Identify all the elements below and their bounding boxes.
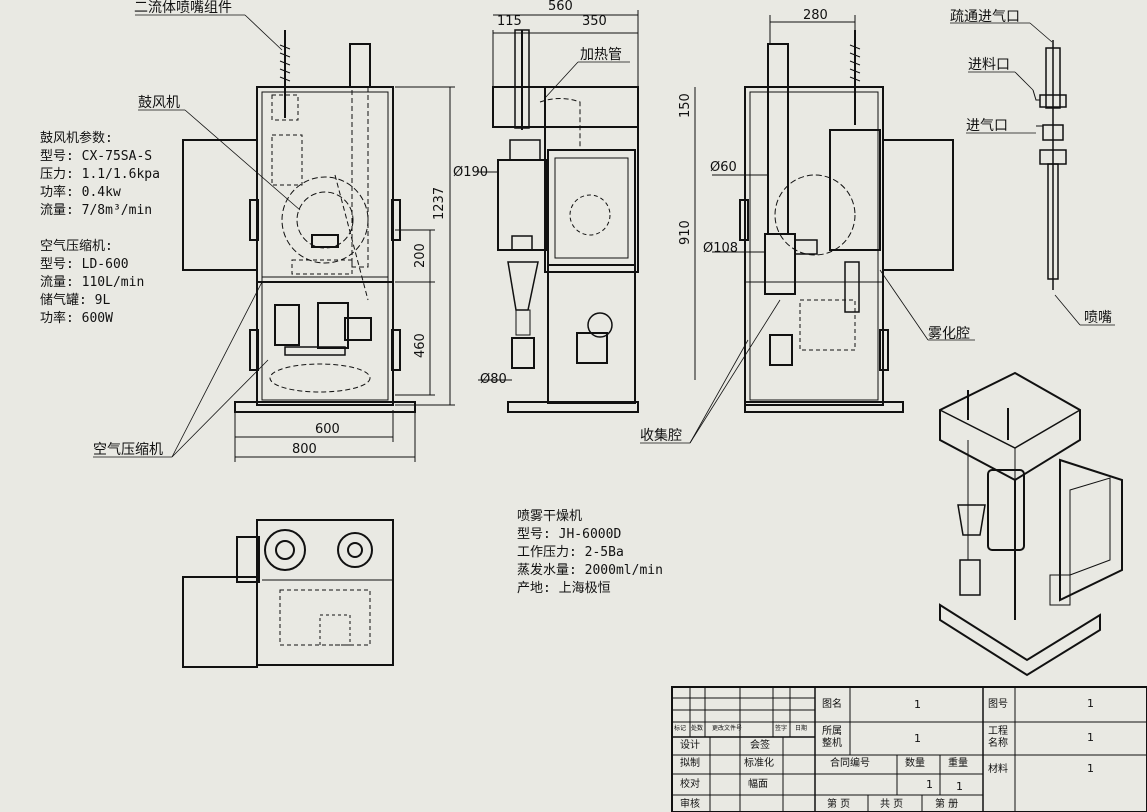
dim-rear-top: 280 bbox=[803, 8, 828, 23]
tb-review: 审核 bbox=[680, 799, 700, 810]
tb-drawing-name-label: 图名 bbox=[822, 699, 842, 710]
nozzle-detail bbox=[1032, 40, 1067, 290]
compressor-param-line: 功率: 600W bbox=[40, 311, 113, 326]
compressor-param-line: 流量: 110L/min bbox=[40, 275, 145, 290]
air-compressor-label: 空气压缩机 bbox=[93, 442, 163, 458]
dim-side-dia-190: Ø190 bbox=[453, 165, 489, 180]
dim-front-height: 1237 bbox=[432, 186, 447, 220]
tb-check: 校对 bbox=[680, 779, 700, 790]
heating-tube-label: 加热管 bbox=[580, 47, 622, 63]
machine-spec-line: 蒸发水量: 2000ml/min bbox=[517, 563, 663, 578]
tb-header-cell: 签字 bbox=[775, 725, 788, 732]
dim-side-top-a: 115 bbox=[497, 14, 522, 29]
tb-header-cell: 标记 bbox=[674, 725, 687, 732]
tb-weight-label: 重量 bbox=[948, 758, 968, 769]
tb-drawing-name-value: 1 bbox=[914, 698, 921, 711]
dim-front-width-outer: 800 bbox=[292, 442, 317, 457]
blower-param-line: 流量: 7/8m³/min bbox=[40, 203, 153, 218]
tb-belongs-value: 1 bbox=[914, 732, 921, 745]
compressor-param-line: 储气罐: 9L bbox=[40, 293, 111, 308]
feed-inlet-label: 进料口 bbox=[968, 57, 1010, 73]
dim-front-lower: 460 bbox=[413, 333, 428, 358]
compressor-params-title: 空气压缩机: bbox=[40, 239, 113, 254]
compressor-params: 空气压缩机: 型号: LD-600 流量: 110L/min 储气罐: 9L 功… bbox=[40, 238, 144, 328]
tb-header-cell: 更改文件号 bbox=[712, 725, 743, 732]
tb-project-label: 工程 名称 bbox=[988, 726, 1008, 749]
nozzle-label: 喷嘴 bbox=[1084, 310, 1112, 326]
machine-spec: 喷雾干燥机 型号: JH-6000D 工作压力: 2-5Ba 蒸发水量: 200… bbox=[517, 508, 663, 598]
dim-side-dia-80: Ø80 bbox=[480, 372, 507, 387]
tb-weight-value: 1 bbox=[956, 780, 963, 793]
machine-spec-line: 产地: 上海极恒 bbox=[517, 581, 611, 596]
tb-header-cell: 处数 bbox=[691, 725, 704, 732]
compressor-param-line: 型号: LD-600 bbox=[40, 257, 129, 272]
tb-material-value: 1 bbox=[1087, 762, 1094, 775]
machine-spec-line: 型号: JH-6000D bbox=[517, 527, 622, 542]
blower-param-line: 压力: 1.1/1.6kpa bbox=[40, 167, 160, 182]
tb-material-label: 材料 bbox=[988, 764, 1008, 775]
tb-total-label: 共 页 bbox=[880, 799, 904, 810]
tb-drawing-no-value: 1 bbox=[1087, 697, 1094, 710]
blower-params-title: 鼓风机参数: bbox=[40, 131, 113, 146]
front-view bbox=[182, 30, 455, 462]
leaders bbox=[93, 14, 1115, 458]
blower-label: 鼓风机 bbox=[138, 95, 180, 111]
blower-param-line: 功率: 0.4kw bbox=[40, 185, 121, 200]
dim-rear-dia-60: Ø60 bbox=[710, 160, 737, 175]
tb-volume-label: 第 册 bbox=[935, 799, 959, 810]
dim-front-width-inner: 600 bbox=[315, 422, 340, 437]
tb-qty-value: 1 bbox=[926, 778, 933, 791]
unclog-inlet-label: 疏通进气口 bbox=[950, 9, 1020, 25]
machine-spec-title: 喷雾干燥机 bbox=[517, 509, 583, 524]
tb-design: 设计 bbox=[680, 740, 700, 751]
title-block-grid bbox=[671, 686, 1147, 812]
tb-belongs-label: 所属 整机 bbox=[822, 726, 842, 749]
top-view bbox=[182, 519, 394, 668]
tb-page-label: 第 页 bbox=[827, 799, 851, 810]
dim-rear-dia-108: Ø108 bbox=[703, 241, 739, 256]
tb-project-value: 1 bbox=[1087, 731, 1094, 744]
air-inlet-label: 进气口 bbox=[966, 118, 1008, 134]
tb-draft: 拟制 bbox=[680, 758, 700, 769]
tb-header-cell: 日期 bbox=[795, 725, 808, 732]
dim-side-top-total: 560 bbox=[548, 0, 573, 14]
blower-params: 鼓风机参数: 型号: CX-75SA-S 压力: 1.1/1.6kpa 功率: … bbox=[40, 130, 160, 220]
blower-param-line: 型号: CX-75SA-S bbox=[40, 149, 153, 164]
tb-drawing-no-label: 图号 bbox=[988, 699, 1008, 710]
isometric-view bbox=[939, 371, 1123, 677]
rear-view bbox=[694, 15, 954, 413]
collection-chamber-label: 收集腔 bbox=[640, 428, 682, 444]
machine-spec-line: 工作压力: 2-5Ba bbox=[517, 545, 624, 560]
tb-joint-sign: 会签 bbox=[750, 740, 770, 751]
nozzle-assembly-label: 二流体喷嘴组件 bbox=[134, 0, 232, 16]
tb-qty-label: 数量 bbox=[905, 758, 925, 769]
tb-contract-label: 合同编号 bbox=[830, 758, 870, 769]
dim-rear-150: 150 bbox=[678, 93, 693, 118]
dim-side-top-b: 350 bbox=[582, 14, 607, 29]
side-view bbox=[478, 10, 639, 413]
dim-rear-910: 910 bbox=[678, 220, 693, 245]
dim-front-upper: 200 bbox=[413, 243, 428, 268]
tb-sheet-size: 幅面 bbox=[748, 779, 768, 790]
tb-standardize: 标准化 bbox=[744, 758, 774, 769]
atomization-chamber-label: 雾化腔 bbox=[928, 326, 970, 342]
